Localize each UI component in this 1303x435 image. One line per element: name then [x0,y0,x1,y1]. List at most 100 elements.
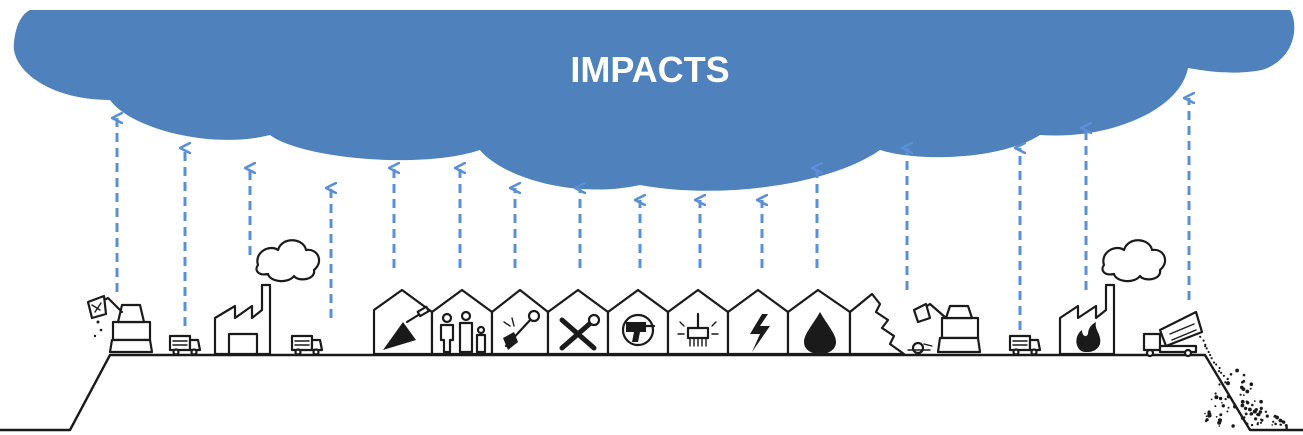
truck-icon [1008,334,1042,356]
debris-particle [1245,422,1249,426]
houses-row [372,288,852,356]
debris-particle [1210,357,1213,360]
debris-particle [1229,373,1233,376]
debris-particle [1246,401,1250,405]
debris-particle [1279,423,1282,426]
debris-particle [1219,413,1223,417]
debris-particle [1272,420,1275,423]
debris-particle [1285,424,1288,428]
debris-particle [1245,389,1250,394]
impacts-cloud [13,10,1295,191]
debris-particle [1252,409,1257,414]
debris-particle [1231,424,1235,428]
debris-particle [1220,371,1223,374]
incinerator-icon [1058,239,1167,356]
debris-particle [1249,413,1252,416]
debris-particle [1275,415,1279,420]
debris-particle [1259,399,1263,404]
debris-particle [1217,370,1221,373]
debris-particle [1226,381,1230,386]
house-drill-icon [606,288,670,356]
debris-particle [1218,383,1221,386]
dump-truck-icon [1142,310,1204,358]
debris-particle [1256,423,1259,426]
debris-particle [1259,406,1263,410]
debris-particle [1278,418,1283,423]
debris-particle [1214,405,1217,408]
debris-particle [1226,395,1231,399]
debris-particle [1224,381,1227,384]
debris-particle [1222,374,1225,377]
house-trowel-icon [372,288,434,356]
house-tools-icon [546,288,610,356]
debris-particle [1218,396,1223,401]
house-brush-icon [666,288,730,356]
truck-icon [168,334,202,356]
excavator-icon [86,294,154,354]
debris-particle [1218,425,1221,427]
debris-particle [1240,385,1244,390]
debris-pile [1199,335,1288,430]
debris-particle [1224,398,1227,401]
debris-particle [1285,426,1288,430]
debris-particle [1235,368,1239,373]
debris-particle [1260,418,1262,421]
factory-icon [213,239,321,356]
debris-particle [1204,412,1206,415]
debris-particle [1204,345,1207,348]
debris-particle [1215,363,1218,366]
debris-particle [1226,410,1229,413]
impacts-title: IMPACTS [570,49,729,90]
debris-particle [1207,350,1210,354]
debris-particle [1243,406,1248,411]
debris-particle [1226,377,1229,381]
truck-icon [290,334,324,356]
debris-particle [1212,361,1216,364]
debris-particle [1258,410,1263,414]
debris-particle [1249,387,1252,390]
debris-particle [1221,401,1223,404]
debris-particle [1253,400,1256,402]
debris-particle [1221,404,1226,408]
impact-arrows [117,98,1189,330]
debris-particle [1204,419,1208,423]
debris-particle [1256,412,1261,417]
debris-particle [1265,414,1269,418]
demolition-icon [848,292,982,356]
debris-particle [1240,399,1245,404]
debris-particle [1215,415,1218,418]
debris-particle [1251,403,1254,407]
debris-particle [1238,412,1241,415]
debris-particle [1244,412,1248,416]
debris-particle [1273,415,1276,418]
house-water-icon [786,288,852,356]
debris-particle [1207,413,1212,418]
house-family-icon [430,288,494,356]
debris-particle [1242,373,1246,377]
debris-particle [1227,406,1230,409]
debris-particle [1281,420,1285,424]
debris-particle [1214,392,1217,395]
debris-particle [1205,415,1208,418]
debris-particle [1233,404,1237,409]
debris-particle [1243,416,1246,419]
debris-particle [1264,410,1268,413]
debris-particle [1217,420,1222,425]
debris-particle [1210,398,1213,401]
debris-particle [1248,407,1252,412]
debris-particle [1271,424,1273,426]
debris-particle [1274,422,1277,426]
debris-particle [1218,366,1221,370]
house-repair-icon [490,288,550,356]
debris-particle [1259,421,1262,424]
debris-particle [1242,381,1245,383]
debris-particle [1214,395,1219,400]
debris-particle [1209,353,1212,357]
debris-particle [1202,339,1205,342]
debris-particle [1249,382,1254,387]
debris-particle [1199,335,1202,338]
debris-particle [1254,417,1258,421]
debris-particle [1205,347,1208,350]
debris-particle [1239,393,1242,396]
